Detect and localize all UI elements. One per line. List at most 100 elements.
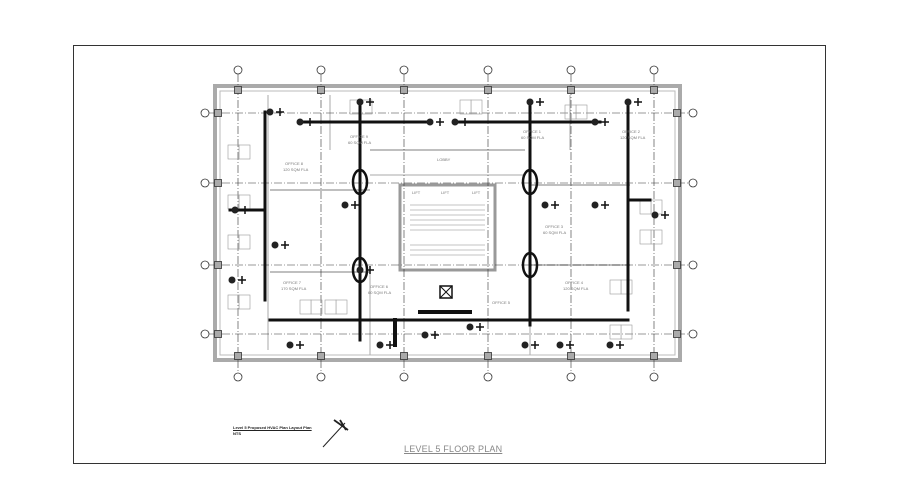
column (214, 330, 222, 338)
room-label: OFFICE 2 (622, 129, 641, 134)
grid-bubble (688, 260, 698, 270)
diffuser-cross-icon (601, 118, 609, 126)
grid-bubble (200, 329, 210, 339)
room-area: 60 SQM FLA (348, 140, 371, 145)
grid-bubble (399, 372, 409, 382)
diffuser-icon (591, 201, 599, 209)
grid-bubble (233, 372, 243, 382)
column (400, 352, 408, 360)
grid-bubble (483, 65, 493, 75)
diffuser-icon (231, 206, 239, 214)
diffuser-cross-icon (351, 201, 359, 209)
room-label: OFFICE 7 (283, 280, 302, 285)
grid-bubble (649, 372, 659, 382)
diffuser-icon (591, 118, 599, 126)
grid-bubble (688, 178, 698, 188)
column (484, 86, 492, 94)
diffuser-cross-icon (461, 118, 469, 126)
diffuser-cross-icon (238, 276, 246, 284)
column (650, 352, 658, 360)
room-label: LOBBY (437, 157, 451, 162)
diffuser-icon (624, 98, 632, 106)
diffuser-cross-icon (476, 323, 484, 331)
column (400, 86, 408, 94)
room-label: OFFICE 6 (370, 284, 389, 289)
diffuser-cross-icon (536, 98, 544, 106)
column (317, 352, 325, 360)
diffuser-icon (341, 201, 349, 209)
plan-caption: Level 5 Proposed HVAC Plan Layout Plan (233, 425, 312, 430)
plan-scale: NTS (233, 431, 241, 436)
room-labels: OFFICE 8 120 SQM FLA OFFICE 9 60 SQM FLA… (281, 129, 646, 305)
column (567, 86, 575, 94)
diffuser-icon (356, 98, 364, 106)
diffuser-icon (541, 201, 549, 209)
diffuser-icon (451, 118, 459, 126)
furniture (227, 99, 663, 340)
diffuser-icon (286, 341, 294, 349)
grid-bubble (688, 108, 698, 118)
grid-bubble (200, 178, 210, 188)
lift-label: LIFT (472, 190, 481, 195)
room-label: OFFICE 3 (545, 224, 564, 229)
drawing-sheet-border (73, 45, 826, 464)
diffuser-cross-icon (241, 206, 249, 214)
diffuser-icon (296, 118, 304, 126)
diffuser-cross-icon (661, 211, 669, 219)
diffuser-icon (651, 211, 659, 219)
grid-bubble (483, 372, 493, 382)
grid-bubble (566, 65, 576, 75)
column (650, 86, 658, 94)
grid-bubble (316, 65, 326, 75)
diffuser-icon (266, 108, 274, 116)
diffuser-cross-icon (386, 341, 394, 349)
diffuser-cross-icon (616, 341, 624, 349)
room-area: 120 SQM FLA (620, 135, 646, 140)
diffuser-icon (466, 323, 474, 331)
column (567, 352, 575, 360)
diffuser-cross-icon (634, 98, 642, 106)
diffuser-icon (556, 341, 564, 349)
hvac-ductwork (228, 100, 652, 347)
room-area: 60 SQM FLA (543, 230, 566, 235)
diffuser-icon (521, 341, 529, 349)
room-area: 120 SQM FLA (283, 167, 309, 172)
column (317, 86, 325, 94)
column (673, 261, 681, 269)
column (214, 179, 222, 187)
lift-label: LIFT (441, 190, 450, 195)
column (214, 109, 222, 117)
grid-bubble (200, 260, 210, 270)
room-area: 170 SQM FLA (281, 286, 307, 291)
room-area: 60 SQM FLA (521, 135, 544, 140)
diffuser-cross-icon (551, 201, 559, 209)
grid-bubble (399, 65, 409, 75)
column (214, 261, 222, 269)
grid-bubble (649, 65, 659, 75)
diffuser-cross-icon (531, 341, 539, 349)
diffuser-icon (271, 241, 279, 249)
room-label: OFFICE 5 (492, 300, 511, 305)
diffuser-cross-icon (306, 118, 314, 126)
grid-bubble (566, 372, 576, 382)
diffuser-cross-icon (431, 331, 439, 339)
room-label: OFFICE 4 (565, 280, 584, 285)
grid-bubble (233, 65, 243, 75)
diffuser-cross-icon (436, 118, 444, 126)
column (673, 330, 681, 338)
north-arrow-icon (322, 419, 349, 448)
diffuser-icon (356, 266, 364, 274)
room-area: 120 SQM FLA (563, 286, 589, 291)
grid-bubble (200, 108, 210, 118)
column (484, 352, 492, 360)
grid-bubble (688, 329, 698, 339)
diffuser-cross-icon (296, 341, 304, 349)
diffuser-icon (376, 341, 384, 349)
room-label: OFFICE 9 (350, 134, 369, 139)
diffuser-icon (421, 331, 429, 339)
column (673, 109, 681, 117)
diffuser-cross-icon (566, 341, 574, 349)
diffuser-icon (228, 276, 236, 284)
hvac-units (228, 98, 669, 349)
